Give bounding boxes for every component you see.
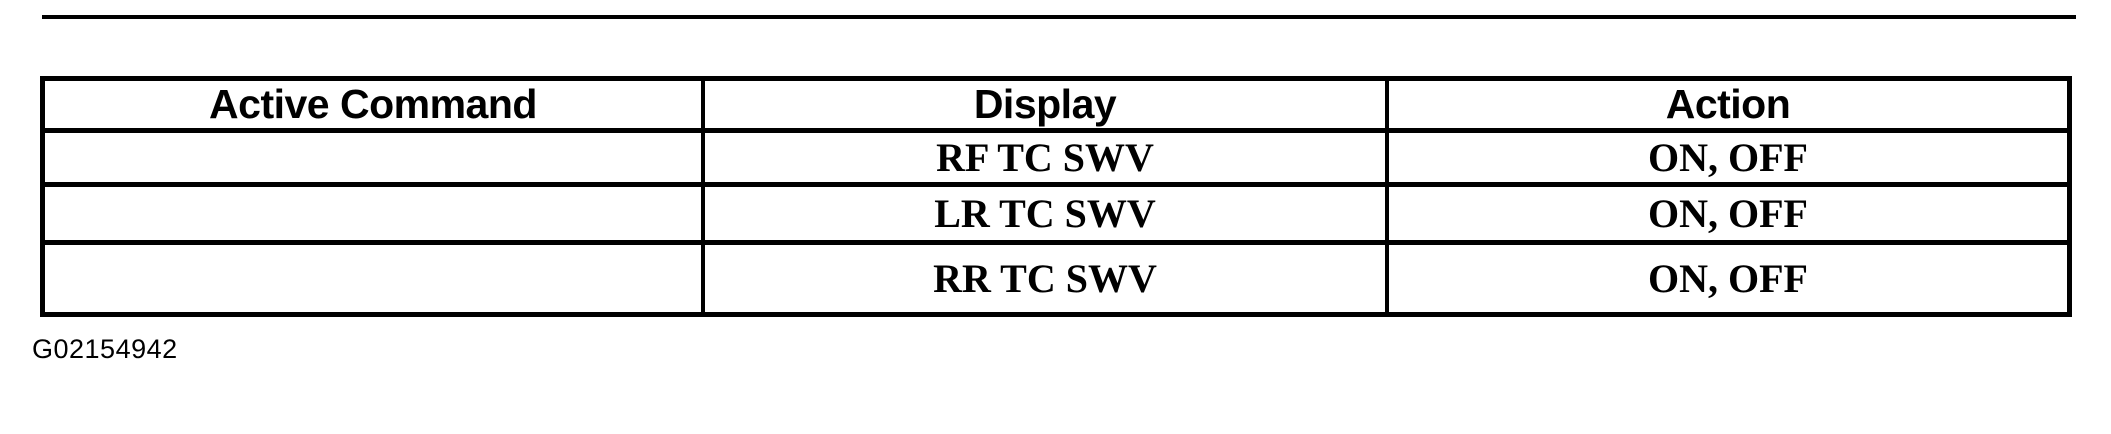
row3-cell-active-command — [45, 245, 705, 312]
row2-cell-display: LR TC SWV — [705, 187, 1389, 245]
row2-cell-action: ON, OFF — [1389, 187, 2067, 245]
row3-cell-action: ON, OFF — [1648, 256, 1808, 301]
top-rule-divider — [42, 15, 2076, 19]
figure-id-label: G02154942 — [32, 334, 178, 364]
row1-cell-action: ON, OFF — [1389, 133, 2067, 187]
row1-cell-display: RF TC SWV — [705, 133, 1389, 187]
active-command-table: Active Command Display Action RF TC SWV … — [40, 76, 2072, 317]
header-cell-action: Action — [1389, 81, 2067, 133]
header-cell-display: Display — [705, 81, 1389, 133]
header-cell-active-command: Active Command — [45, 81, 705, 133]
row3-cell-display: RR TC SWV — [705, 245, 1389, 312]
row1-cell-active-command — [45, 133, 705, 187]
row2-cell-active-command — [45, 187, 705, 245]
